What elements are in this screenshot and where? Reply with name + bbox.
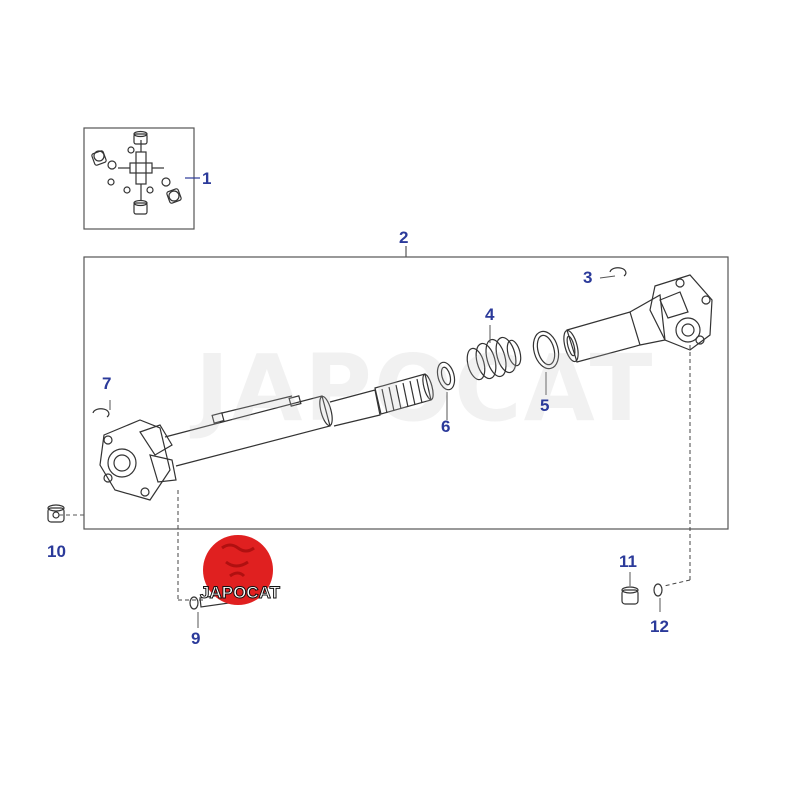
shaft-tube-icon [164,389,381,467]
shaft-assembly-box [83,246,729,530]
circlip-icon [92,408,110,418]
callout-11[interactable]: 11 [619,552,637,571]
callout-4[interactable]: 4 [485,305,495,324]
callout-12[interactable]: 12 [650,617,669,636]
lock-washer-icon [189,596,199,610]
circlip-icon [609,267,627,277]
japocat-logo [203,535,273,605]
front-flange-yoke-icon [649,274,713,351]
bearing-cup-icon [91,130,182,215]
splined-stub-shaft-icon [374,373,434,415]
rear-flange-yoke-icon [99,419,177,501]
front-slip-yoke-icon [563,294,666,363]
lock-washer-icon [653,583,663,597]
callout-3[interactable]: 3 [583,268,593,287]
callout-2[interactable]: 2 [399,228,409,247]
callout-10[interactable]: 10 [47,542,66,561]
callout-7[interactable]: 7 [102,374,112,393]
callout-1[interactable]: 1 [202,169,212,188]
nut-icon [47,504,65,523]
retaining-ring-icon [532,330,560,370]
callout-6[interactable]: 6 [441,417,451,436]
nut-icon [621,586,639,605]
spider-cross-icon [118,140,164,200]
universal-joint-kit-inset [83,127,200,230]
dust-boot-icon [466,336,522,381]
callout-9[interactable]: 9 [191,629,201,648]
callout-5[interactable]: 5 [540,396,550,415]
snap-ring-icon [107,146,171,194]
washer-icon [436,361,456,391]
